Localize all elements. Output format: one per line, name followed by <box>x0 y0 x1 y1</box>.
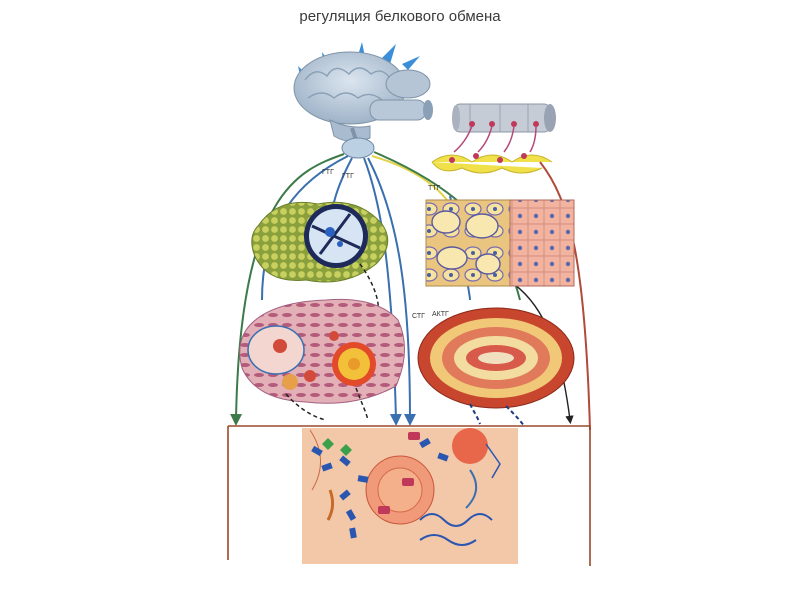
sympathetic-ganglia <box>431 125 553 174</box>
brain-illustration <box>293 51 433 142</box>
spinal-cord-illustration <box>452 103 556 133</box>
label-actg: АКТГ <box>432 311 449 318</box>
label-ttg: ТТГ <box>428 185 441 192</box>
label-gtg-2: ГТГ <box>342 173 354 180</box>
cell-panel <box>302 428 518 564</box>
thyroid-tissue <box>425 199 511 287</box>
liver-tissue <box>509 199 575 287</box>
label-stg: СТГ <box>412 313 425 320</box>
pituitary-gland <box>341 127 375 159</box>
page-title: регуляция белкового обмена <box>299 8 501 25</box>
bottom-frame <box>227 425 591 566</box>
label-gtg-1: ГТГ <box>322 169 334 176</box>
pituitary-tissue <box>251 201 389 313</box>
gonad-tissue <box>239 298 406 421</box>
adrenal-tissue <box>417 307 575 427</box>
